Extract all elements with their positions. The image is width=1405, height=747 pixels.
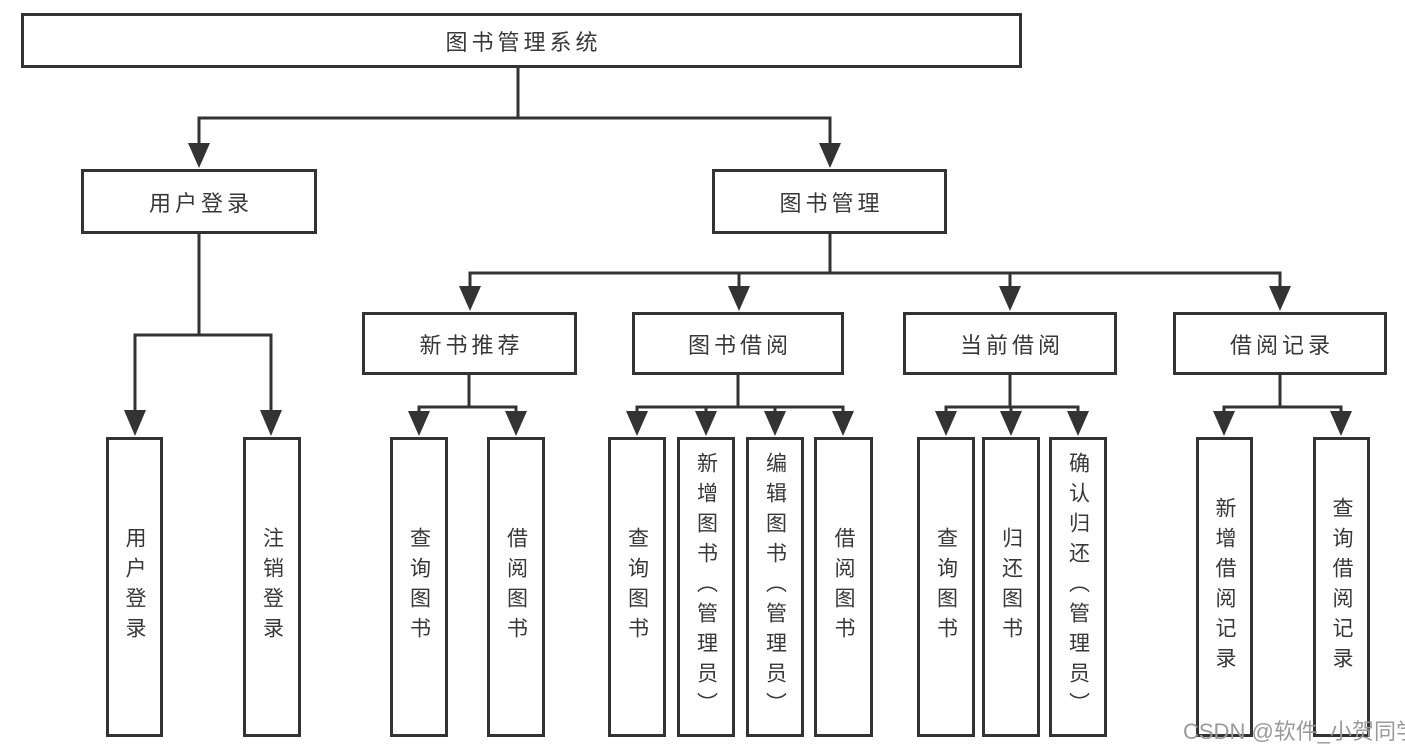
node-book-borrow-label: 图书借阅 <box>687 332 792 358</box>
leaf-borrow-book-recommend: 借阅图书 <box>487 437 545 737</box>
leaf-return-book: 归还图书 <box>982 437 1040 737</box>
leaf-query-book-current: 查询图书 <box>917 437 975 737</box>
leaf-add-borrow-record-label: 新增借阅记录 <box>1213 497 1236 677</box>
leaf-logout: 注销登录 <box>243 437 301 737</box>
node-user-login-label: 用户登录 <box>148 190 253 216</box>
leaf-user-login-label: 用户登录 <box>123 527 146 647</box>
node-book-management-label: 图书管理 <box>779 190 884 216</box>
leaf-borrow-book-label: 借阅图书 <box>832 527 855 647</box>
watermark: CSDN @软件_小贺同学 <box>1183 719 1405 744</box>
node-new-book-recommend-label: 新书推荐 <box>419 332 524 358</box>
leaf-borrow-book: 借阅图书 <box>814 437 873 737</box>
node-new-book-recommend: 新书推荐 <box>362 312 577 375</box>
leaf-add-book-admin: 新增图书（管理员） <box>677 437 735 737</box>
leaf-query-book-borrow: 查询图书 <box>608 437 666 737</box>
leaf-borrow-book-recommend-label: 借阅图书 <box>504 527 528 647</box>
node-book-management: 图书管理 <box>712 169 947 234</box>
leaf-query-borrow-record: 查询借阅记录 <box>1313 437 1370 737</box>
node-book-borrow: 图书借阅 <box>632 312 844 375</box>
leaf-add-book-admin-label: 新增图书（管理员） <box>694 452 718 722</box>
leaf-edit-book-admin: 编辑图书（管理员） <box>746 437 804 737</box>
leaf-user-login: 用户登录 <box>106 437 163 737</box>
node-root-label: 图书管理系统 <box>445 29 602 55</box>
leaf-edit-book-admin-label: 编辑图书（管理员） <box>763 452 787 722</box>
leaf-query-book-recommend-label: 查询图书 <box>407 527 431 647</box>
node-current-borrow-label: 当前借阅 <box>959 332 1064 358</box>
leaf-logout-label: 注销登录 <box>260 527 284 647</box>
leaf-query-book-current-label: 查询图书 <box>934 527 958 647</box>
leaf-query-book-borrow-label: 查询图书 <box>625 527 649 647</box>
leaf-query-book-recommend: 查询图书 <box>390 437 448 737</box>
node-borrow-record-label: 借阅记录 <box>1229 332 1334 358</box>
leaf-add-borrow-record: 新增借阅记录 <box>1196 437 1253 737</box>
leaf-query-borrow-record-label: 查询借阅记录 <box>1330 497 1353 677</box>
node-borrow-record: 借阅记录 <box>1173 312 1387 375</box>
node-user-login: 用户登录 <box>81 169 317 234</box>
node-root: 图书管理系统 <box>21 13 1022 68</box>
leaf-return-book-label: 归还图书 <box>999 527 1023 647</box>
leaf-confirm-return-admin-label: 确认归还（管理员） <box>1066 452 1090 722</box>
node-current-borrow: 当前借阅 <box>903 312 1117 375</box>
leaf-confirm-return-admin: 确认归还（管理员） <box>1049 437 1107 737</box>
